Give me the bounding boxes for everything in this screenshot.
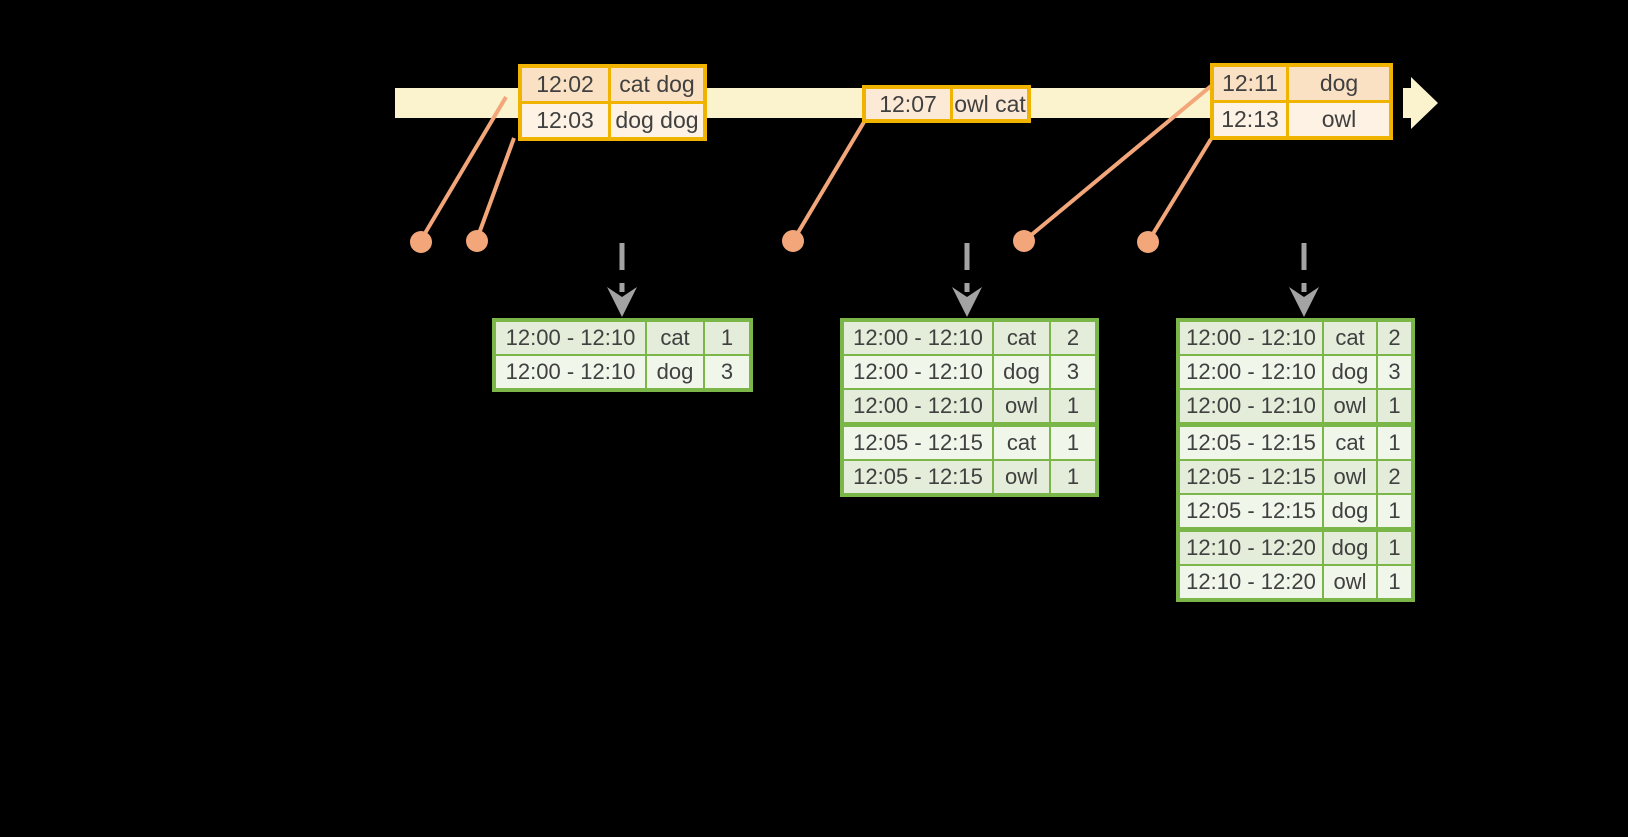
animal-cell: owl — [1324, 566, 1376, 598]
event-record-dot — [410, 231, 432, 253]
window-cell: 12:10 - 12:20 — [1180, 566, 1322, 598]
count-cell: 2 — [1378, 461, 1411, 493]
window-cell: 12:00 - 12:10 — [844, 390, 992, 422]
record-connector-line — [419, 95, 508, 242]
result-table-2: 12:00 - 12:10 cat 2 12:00 - 12:10 dog 3 … — [840, 318, 1099, 497]
result-table-1: 12:00 - 12:10 cat 1 12:00 - 12:10 dog 3 — [492, 318, 753, 392]
count-cell: 3 — [1378, 356, 1411, 388]
window-group: 12:05 - 12:15 cat 1 12:05 - 12:15 owl 2 … — [1180, 427, 1411, 527]
event-words-cell: dog — [1289, 67, 1389, 100]
animal-cell: cat — [994, 322, 1049, 354]
event-words-cell: owl — [1289, 103, 1389, 136]
event-table-2: 12:07 owl cat — [862, 85, 1031, 123]
trigger-arrow-head-icon — [952, 287, 982, 317]
window-cell: 12:10 - 12:20 — [1180, 532, 1322, 564]
trigger-arrow-head-icon — [607, 287, 637, 317]
count-cell: 2 — [1378, 322, 1411, 354]
animal-cell: cat — [647, 322, 703, 354]
record-connector-line — [1146, 137, 1213, 244]
window-cell: 12:00 - 12:10 — [844, 356, 992, 388]
animal-cell: cat — [1324, 427, 1376, 459]
window-cell: 12:05 - 12:15 — [1180, 461, 1322, 493]
animal-cell: owl — [994, 461, 1049, 493]
count-cell: 1 — [1051, 427, 1095, 459]
animal-cell: owl — [1324, 390, 1376, 422]
window-group: 12:00 - 12:10 cat 2 12:00 - 12:10 dog 3 … — [1180, 322, 1411, 422]
window-group: 12:10 - 12:20 dog 1 12:10 - 12:20 owl 1 — [1180, 532, 1411, 598]
count-cell: 1 — [1378, 390, 1411, 422]
window-group: 12:05 - 12:15 cat 1 12:05 - 12:15 owl 1 — [844, 427, 1095, 493]
count-cell: 3 — [1051, 356, 1095, 388]
record-connector-line — [1022, 84, 1213, 243]
count-cell: 1 — [1378, 566, 1411, 598]
window-group: 12:00 - 12:10 cat 1 12:00 - 12:10 dog 3 — [496, 322, 749, 388]
event-time-axis-arrowhead-icon — [1403, 77, 1438, 129]
window-group: 12:00 - 12:10 cat 2 12:00 - 12:10 dog 3 … — [844, 322, 1095, 422]
animal-cell: cat — [1324, 322, 1376, 354]
count-cell: 1 — [1378, 427, 1411, 459]
event-time-cell: 12:03 — [522, 104, 608, 137]
event-record-dot — [1013, 230, 1035, 252]
animal-cell: dog — [1324, 495, 1376, 527]
event-words-cell: dog dog — [611, 104, 703, 137]
window-cell: 12:05 - 12:15 — [1180, 495, 1322, 527]
count-cell: 1 — [705, 322, 749, 354]
animal-cell: dog — [994, 356, 1049, 388]
animal-cell: dog — [1324, 356, 1376, 388]
count-cell: 1 — [1378, 532, 1411, 564]
window-cell: 12:05 - 12:15 — [844, 427, 992, 459]
count-cell: 1 — [1378, 495, 1411, 527]
event-time-cell: 12:07 — [866, 89, 950, 119]
animal-cell: owl — [1324, 461, 1376, 493]
event-table-1: 12:02 cat dog 12:03 dog dog — [518, 64, 707, 141]
event-time-cell: 12:02 — [522, 68, 608, 101]
count-cell: 2 — [1051, 322, 1095, 354]
trigger-arrow-head-icon — [1289, 287, 1319, 317]
window-cell: 12:00 - 12:10 — [844, 322, 992, 354]
count-cell: 3 — [705, 356, 749, 388]
window-cell: 12:00 - 12:10 — [1180, 356, 1322, 388]
record-connector-line — [791, 120, 866, 243]
window-cell: 12:00 - 12:10 — [1180, 390, 1322, 422]
event-table-3: 12:11 dog 12:13 owl — [1210, 63, 1393, 140]
window-cell: 12:05 - 12:15 — [1180, 427, 1322, 459]
animal-cell: owl — [994, 390, 1049, 422]
event-record-dot — [466, 230, 488, 252]
event-record-dot — [1137, 231, 1159, 253]
count-cell: 1 — [1051, 390, 1095, 422]
result-table-3: 12:00 - 12:10 cat 2 12:00 - 12:10 dog 3 … — [1176, 318, 1415, 602]
event-time-cell: 12:13 — [1214, 103, 1286, 136]
count-cell: 1 — [1051, 461, 1095, 493]
event-time-cell: 12:11 — [1214, 67, 1286, 100]
animal-cell: dog — [647, 356, 703, 388]
window-cell: 12:05 - 12:15 — [844, 461, 992, 493]
event-record-dot — [782, 230, 804, 252]
animal-cell: cat — [994, 427, 1049, 459]
window-cell: 12:00 - 12:10 — [496, 322, 645, 354]
event-words-cell: owl cat — [953, 89, 1027, 119]
event-words-cell: cat dog — [611, 68, 703, 101]
animal-cell: dog — [1324, 532, 1376, 564]
window-cell: 12:00 - 12:10 — [1180, 322, 1322, 354]
window-cell: 12:00 - 12:10 — [496, 356, 645, 388]
record-connector-line — [475, 137, 516, 240]
